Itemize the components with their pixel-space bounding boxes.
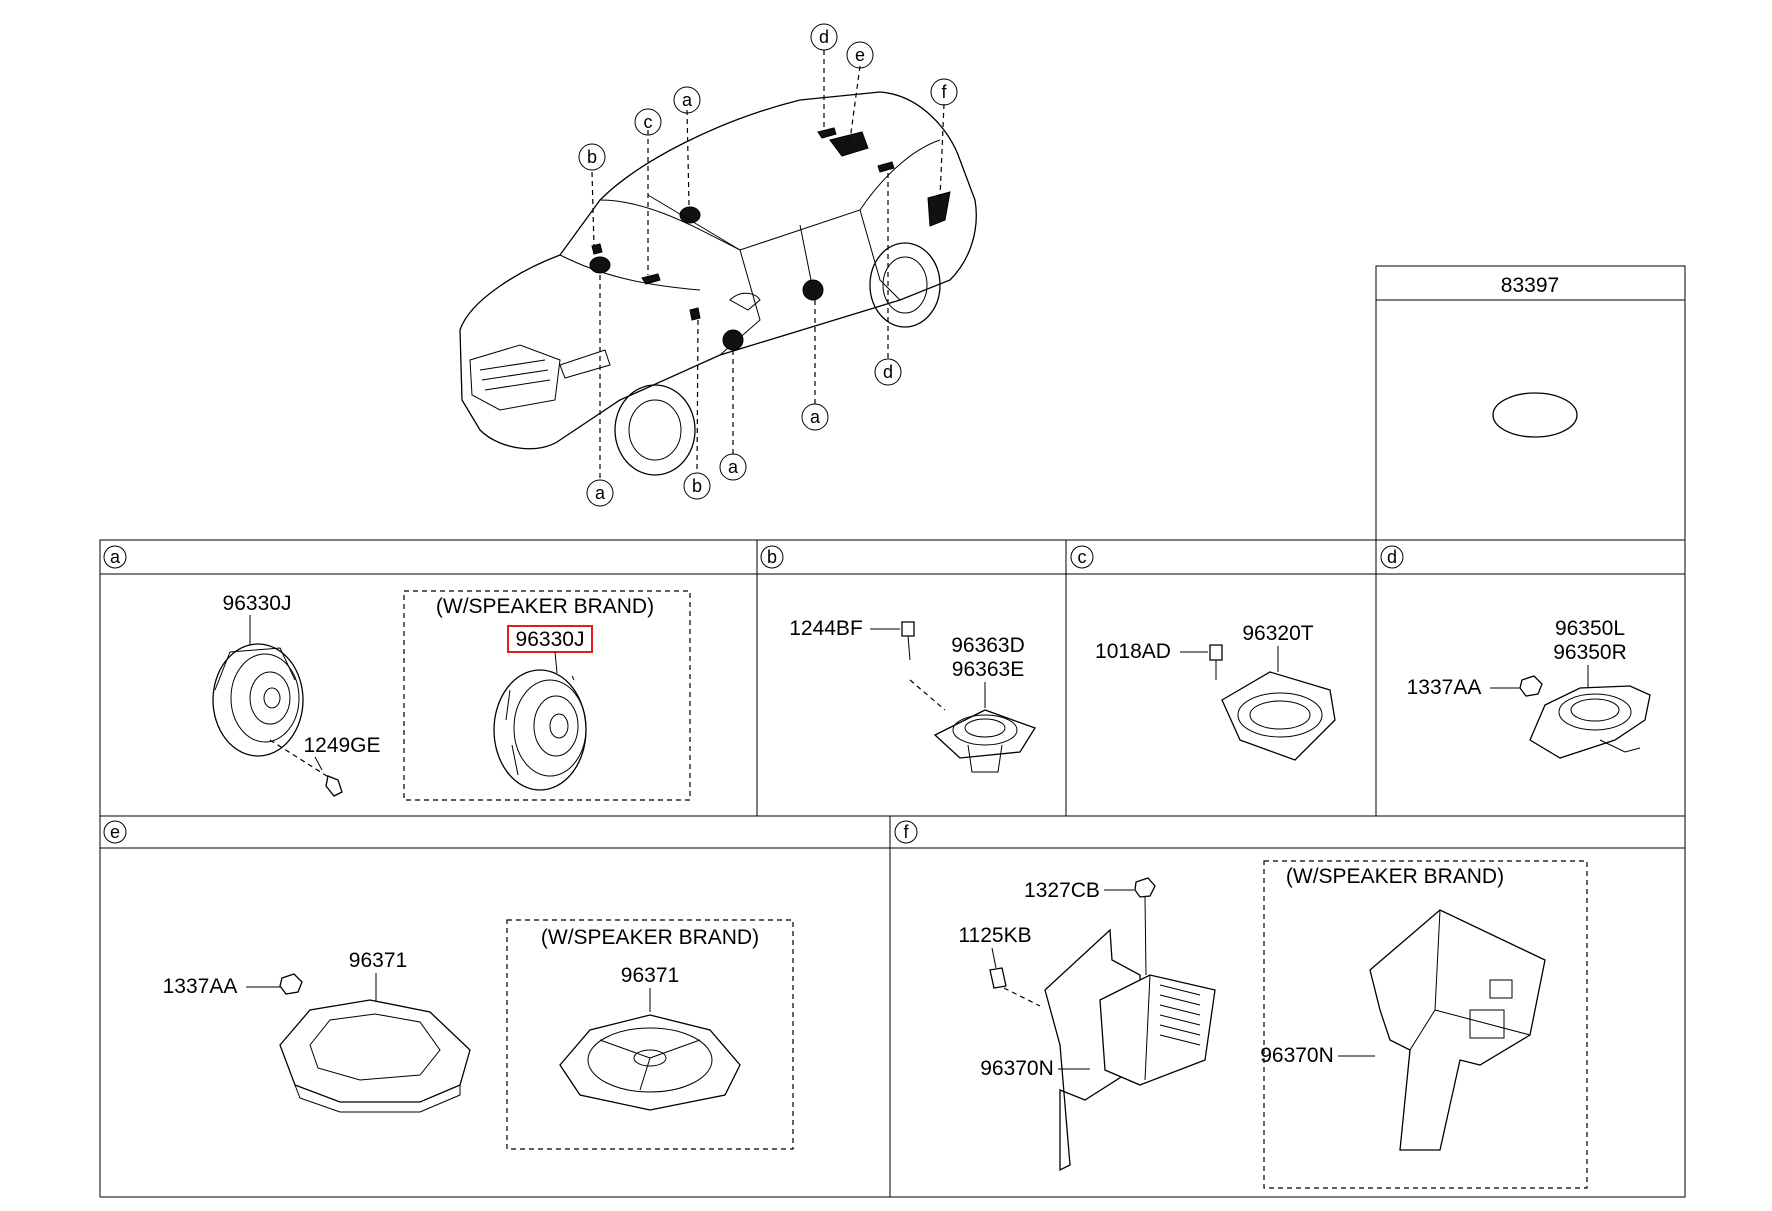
speaker-brand-box-a: [403, 590, 691, 801]
amp-bracket-96370n: [1044, 928, 1141, 1172]
part-label-1327cb: 1327CB: [1024, 879, 1100, 902]
screw-1018ad: [1209, 644, 1223, 661]
panel-e: 1337AA 96371 (W/SPEAKER BRAND) 96371: [163, 919, 794, 1150]
rear-speaker-96350: [1529, 685, 1651, 759]
highlight-box-96330j: [507, 625, 593, 653]
panel-f-letter: f: [903, 822, 909, 842]
panel-a-letter: a: [110, 547, 121, 567]
part-label-96363e: 96363E: [952, 658, 1024, 681]
panel-d-letter: d: [1387, 547, 1397, 567]
panel-c: 1018AD 96320T: [1095, 622, 1336, 761]
part-label-1244bf: 1244BF: [789, 617, 863, 640]
speaker-brand-title-f: (W/SPEAKER BRAND): [1286, 865, 1504, 888]
nut-1327cb: [1134, 877, 1156, 898]
door-speaker-96330j: [212, 643, 304, 757]
car-callouts: d e a c b f d a a b a: [578, 23, 958, 507]
screw-1244bf: [901, 621, 915, 637]
callout-a-front-door: a: [728, 457, 739, 477]
panel-f: 1327CB 1125KB 96370N (W/SPEAKER BRAND) 9…: [958, 860, 1588, 1189]
callout-d-bottom: d: [883, 362, 893, 382]
panel-a: 96330J 1249GE (W/SPEAKER BRAND) 96330J: [212, 590, 691, 801]
brand-subwoofer-96371: [559, 1014, 741, 1111]
callout-a-front: a: [595, 483, 606, 503]
screw-1249ge: [325, 775, 343, 797]
nut-1337aa-d: [1519, 675, 1543, 697]
speaker-brand-title-a: (W/SPEAKER BRAND): [436, 595, 654, 618]
emblem-sticker-shape: [1492, 392, 1578, 438]
bolt-1125kb: [989, 967, 1007, 989]
callout-a-roof: a: [682, 90, 693, 110]
grid-frame: [99, 539, 1686, 1198]
part-label-96330j-brand: 96330J: [516, 628, 585, 651]
part-label-1018ad: 1018AD: [1095, 640, 1171, 663]
tweeter-96363: [933, 709, 1036, 759]
amplifier-unit: [1099, 974, 1216, 1086]
panel-c-letter: c: [1078, 547, 1087, 567]
callout-f: f: [941, 82, 947, 102]
panel-b-letter: b: [767, 547, 777, 567]
panel-b: 1244BF 96363D 96363E: [789, 617, 1036, 773]
part-label-96371: 96371: [349, 949, 407, 972]
panel-83397: 83397: [1375, 265, 1686, 541]
nut-1337aa-e: [279, 973, 303, 995]
part-label-1125kb: 1125KB: [958, 924, 1031, 947]
speaker-brand-title-e: (W/SPEAKER BRAND): [541, 926, 759, 949]
part-label-96330j: 96330J: [223, 592, 292, 615]
callout-c: c: [644, 112, 653, 132]
center-speaker-96320t: [1221, 671, 1336, 761]
part-label-96370n-brand: 96370N: [1260, 1044, 1334, 1067]
panel-e-letter: e: [110, 822, 120, 842]
callout-a-rear-door: a: [810, 407, 821, 427]
brand-amp-bracket-96370n: [1369, 909, 1546, 1151]
speaker-brand-box-e: [506, 919, 794, 1150]
panel-headers: a b c d e f: [103, 545, 1404, 844]
part-number-83397: 83397: [1501, 274, 1559, 297]
callout-b-top: b: [587, 147, 597, 167]
part-label-96350l: 96350L: [1555, 617, 1625, 640]
brand-door-speaker-96330j: [493, 669, 587, 791]
part-label-1337aa-d: 1337AA: [1407, 676, 1482, 699]
callout-e: e: [855, 45, 865, 65]
part-label-1337aa-e: 1337AA: [163, 975, 238, 998]
panel-d: 96350L 96350R 1337AA: [1407, 617, 1651, 759]
car-illustration: [459, 50, 977, 478]
part-label-1249ge: 1249GE: [303, 734, 380, 757]
callout-b-bottom: b: [692, 476, 702, 496]
callout-d-top: d: [819, 27, 829, 47]
part-label-96320t: 96320T: [1242, 622, 1313, 645]
part-label-96363d: 96363D: [951, 634, 1025, 657]
part-label-96350r: 96350R: [1553, 641, 1627, 664]
part-label-96371-brand: 96371: [621, 964, 679, 987]
speaker-brand-box-f: [1263, 860, 1588, 1189]
subwoofer-96371: [279, 999, 471, 1103]
part-label-96370n: 96370N: [980, 1057, 1054, 1080]
